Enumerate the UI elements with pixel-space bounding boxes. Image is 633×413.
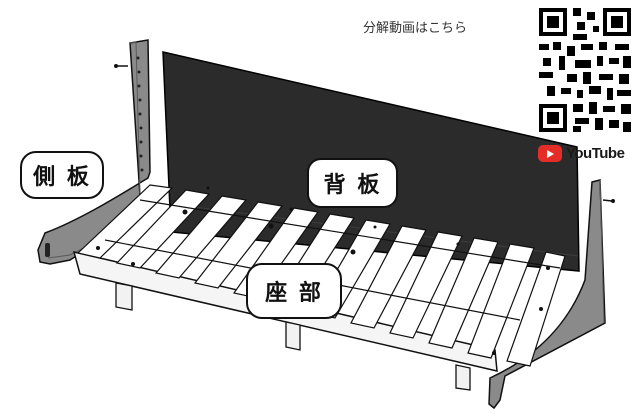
side-panel-callout: 側 板 [20, 151, 104, 199]
frame-screws [96, 186, 550, 355]
seat-legs [115, 282, 471, 391]
seat-section-callout: 座 部 [246, 263, 342, 319]
qr-code[interactable] [537, 6, 633, 134]
left-panel-holes [136, 56, 144, 172]
disassembly-video-caption: 分解動画はこちら [363, 21, 468, 36]
back-panel-callout: 背 板 [307, 158, 398, 208]
youtube-label: YouTube [566, 145, 625, 162]
youtube-icon [538, 145, 562, 162]
youtube-link[interactable]: YouTube [538, 145, 625, 162]
